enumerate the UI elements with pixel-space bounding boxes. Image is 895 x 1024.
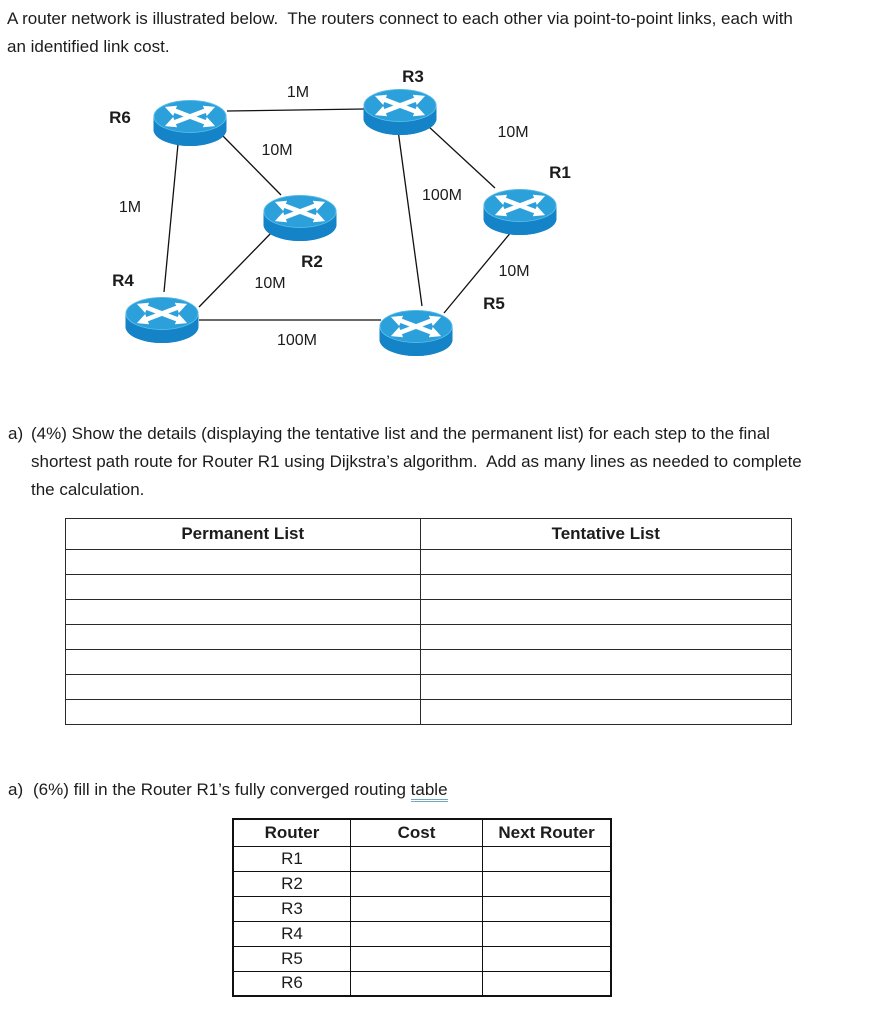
- permanent-list-cell[interactable]: [65, 624, 421, 650]
- tentative-list-cell[interactable]: [419, 549, 793, 575]
- router-cell: R4: [232, 920, 351, 947]
- table-row: R1: [232, 845, 612, 872]
- question-dijkstra: a) (4%) Show the details (displaying the…: [8, 420, 892, 504]
- router-icon-r2: [263, 190, 337, 242]
- router-label-r4: R4: [112, 271, 134, 290]
- permanent-list-cell[interactable]: [65, 699, 421, 725]
- router-network-diagram: R1 R2 R3 R4 R5 R6 1M 10M 1M 10M 100M 100…: [0, 60, 895, 370]
- router-icon-r6: [153, 95, 227, 147]
- link-cost-r1-r5: 10M: [498, 263, 530, 280]
- next-router-cell[interactable]: [482, 945, 612, 972]
- cost-cell[interactable]: [349, 920, 484, 947]
- table-header-row: Permanent List Tentative List: [65, 518, 793, 550]
- link-line-r6-r2: [221, 134, 282, 196]
- link-cost-r6-r3: 1M: [286, 84, 310, 101]
- router-cell: R3: [232, 895, 351, 922]
- cost-cell[interactable]: [349, 845, 484, 872]
- next-router-cell[interactable]: [482, 895, 612, 922]
- question-line: the calculation.: [31, 480, 145, 499]
- router-label-r1: R1: [549, 163, 571, 182]
- table-row: [65, 699, 793, 725]
- router-cell: R2: [232, 870, 351, 897]
- table-row: [65, 549, 793, 575]
- router-column-header: Router: [232, 818, 351, 847]
- link-line-r1-r5: [443, 230, 513, 314]
- tentative-list-cell[interactable]: [419, 574, 793, 600]
- cost-cell[interactable]: [349, 895, 484, 922]
- next-router-cell[interactable]: [482, 970, 612, 997]
- tentative-list-cell[interactable]: [419, 624, 793, 650]
- permanent-list-cell[interactable]: [65, 599, 421, 625]
- router-label-r3: R3: [402, 67, 424, 86]
- link-line-r6-r4: [163, 143, 179, 293]
- link-cost-r6-r4: 1M: [118, 199, 142, 216]
- tentative-list-cell[interactable]: [419, 699, 793, 725]
- tentative-list-cell[interactable]: [419, 599, 793, 625]
- table-row: [65, 574, 793, 600]
- question-marker: a): [8, 424, 24, 443]
- intro-line: A router network is illustrated below. T…: [7, 9, 793, 28]
- grammar-underlined-word: table: [410, 780, 448, 802]
- router-label-r2: R2: [301, 252, 323, 271]
- table-row: R3: [232, 895, 612, 922]
- table-row: [65, 649, 793, 675]
- next-router-column-header: Next Router: [482, 818, 612, 847]
- permanent-list-cell[interactable]: [65, 674, 421, 700]
- table-row: R6: [232, 970, 612, 997]
- question-routing-table: a) (6%) fill in the Router R1’s fully co…: [8, 776, 892, 804]
- link-line-r3-r5: [397, 129, 423, 307]
- cost-cell[interactable]: [349, 870, 484, 897]
- link-cost-r4-r5: 100M: [276, 332, 318, 349]
- intro-line: an identified link cost.: [7, 37, 170, 56]
- router-icon-r3: [363, 84, 437, 136]
- question-text: (6%) fill in the Router R1’s fully conve…: [33, 776, 448, 804]
- router-cell: R6: [232, 970, 351, 997]
- link-cost-r3-r1: 10M: [497, 124, 529, 141]
- table-row: R2: [232, 870, 612, 897]
- router-cell: R5: [232, 945, 351, 972]
- link-line-r4-r2: [198, 230, 274, 308]
- cost-cell[interactable]: [349, 945, 484, 972]
- tentative-list-cell[interactable]: [419, 649, 793, 675]
- table-row: [65, 599, 793, 625]
- router-label-r5: R5: [483, 294, 505, 313]
- question-text: (4%) Show the details (displaying the te…: [31, 420, 802, 504]
- next-router-cell[interactable]: [482, 845, 612, 872]
- intro-paragraph: A router network is illustrated below. T…: [7, 5, 891, 61]
- router-label-r6: R6: [109, 108, 131, 127]
- question-line: (4%) Show the details (displaying the te…: [31, 424, 770, 443]
- next-router-cell[interactable]: [482, 920, 612, 947]
- question-line: shortest path route for Router R1 using …: [31, 452, 802, 471]
- cost-cell[interactable]: [349, 970, 484, 997]
- link-cost-r6-r2: 10M: [261, 142, 293, 159]
- router-icon-r1: [483, 184, 557, 236]
- table-header-row: Router Cost Next Router: [232, 818, 612, 847]
- question-marker: a): [8, 780, 24, 799]
- link-line-r3-r1: [427, 125, 496, 189]
- link-lines-layer: [163, 108, 513, 321]
- link-line-r6-r3: [226, 108, 365, 112]
- next-router-cell[interactable]: [482, 870, 612, 897]
- cost-column-header: Cost: [349, 818, 484, 847]
- router-icon-r4: [125, 292, 199, 344]
- permanent-list-header: Permanent List: [65, 518, 421, 550]
- tentative-list-header: Tentative List: [419, 518, 793, 550]
- tentative-list-cell[interactable]: [419, 674, 793, 700]
- link-cost-r4-r2: 10M: [254, 275, 286, 292]
- table-row: R4: [232, 920, 612, 947]
- routing-table: Router Cost Next Router R1 R2 R3 R4 R5: [232, 818, 612, 997]
- dijkstra-table: Permanent List Tentative List: [65, 518, 793, 725]
- table-row: [65, 674, 793, 700]
- table-row: R5: [232, 945, 612, 972]
- question-line: (6%) fill in the Router R1’s fully conve…: [33, 780, 411, 799]
- permanent-list-cell[interactable]: [65, 649, 421, 675]
- router-cell: R1: [232, 845, 351, 872]
- router-icon-r5: [379, 305, 453, 357]
- table-row: [65, 624, 793, 650]
- permanent-list-cell[interactable]: [65, 574, 421, 600]
- link-cost-r3-r5: 100M: [421, 187, 463, 204]
- permanent-list-cell[interactable]: [65, 549, 421, 575]
